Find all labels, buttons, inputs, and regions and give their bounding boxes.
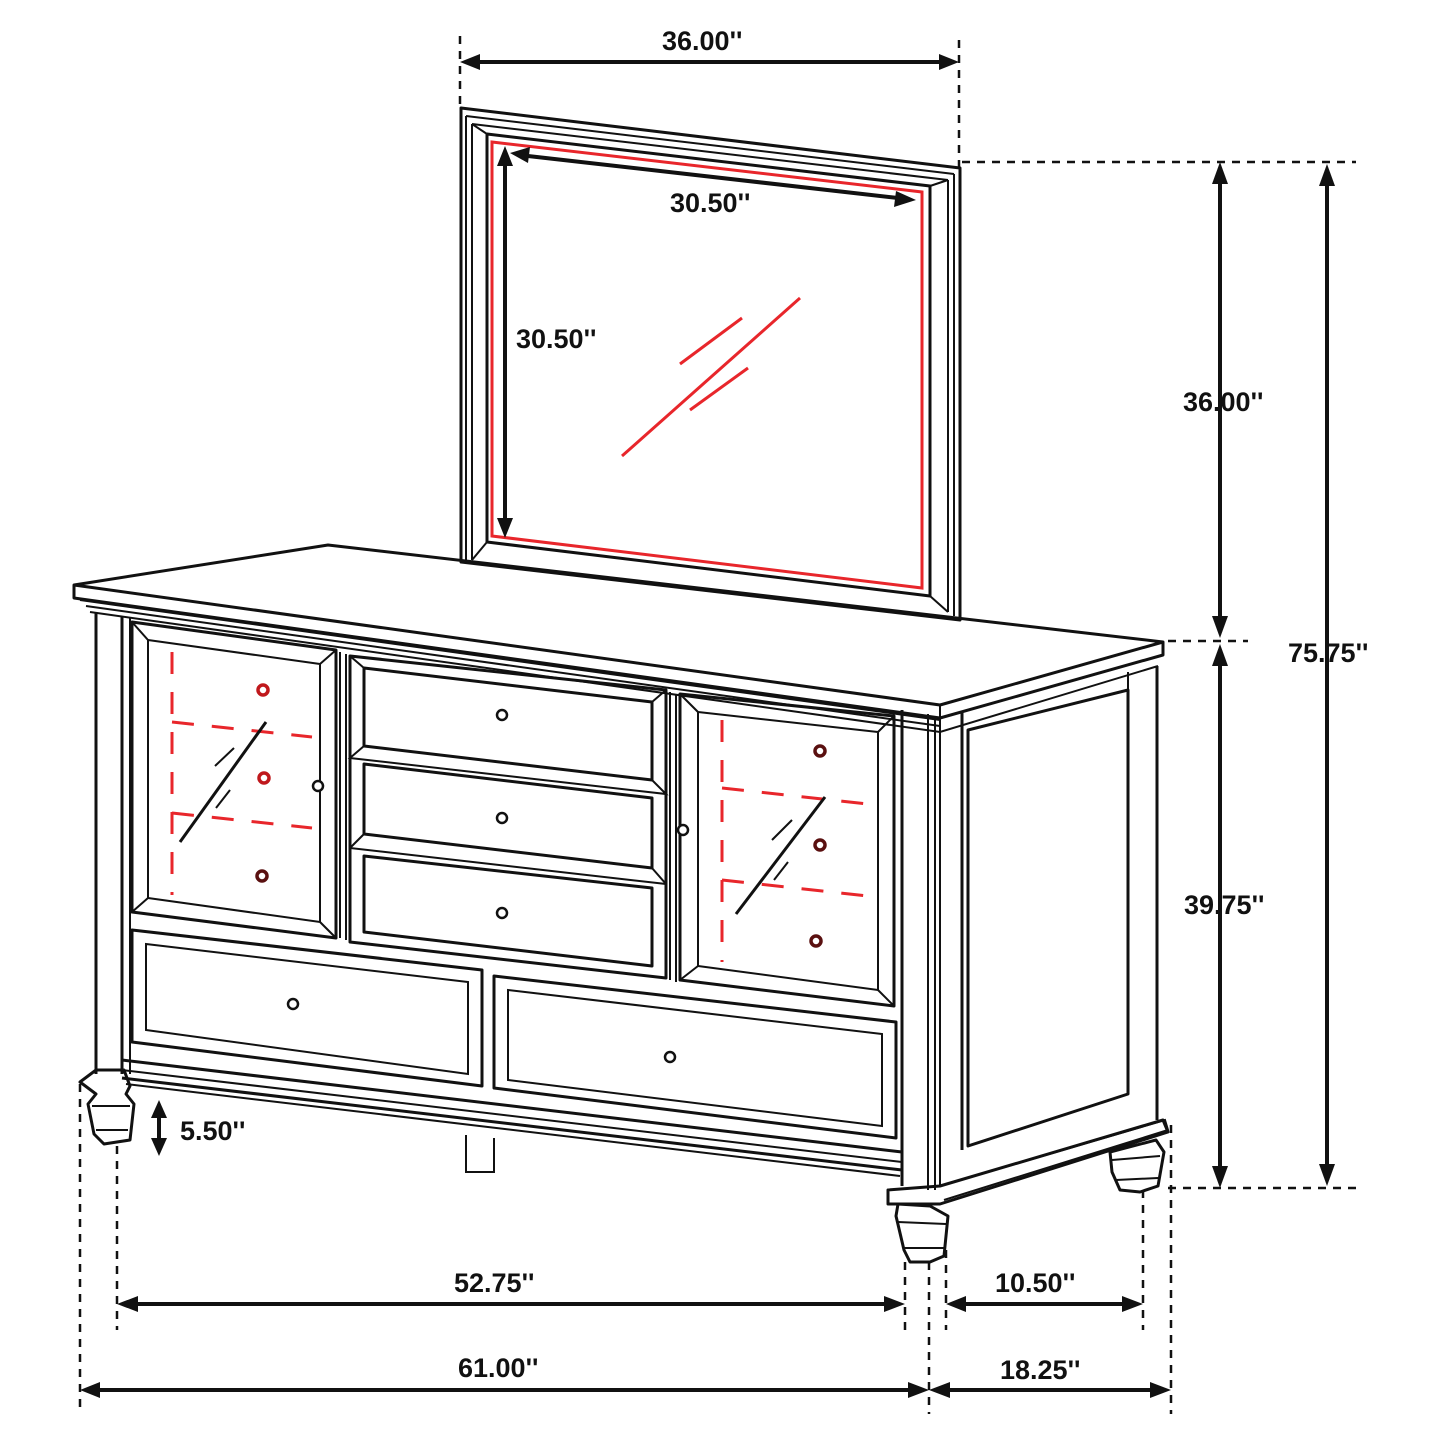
dresser-side [886,666,1170,1206]
label-mirror-glass-width: 30.50'' [670,188,751,218]
dresser-front [94,612,941,1190]
dimension-lines [78,36,1360,1414]
label-leg-span-depth: 10.50'' [995,1268,1076,1298]
label-leg-height: 5.50'' [180,1116,246,1146]
label-overall-depth: 18.25'' [1000,1355,1081,1385]
label-overall-width: 61.00'' [458,1353,539,1383]
label-leg-span-width: 52.75'' [454,1268,535,1298]
label-mirror-width: 36.00'' [662,26,743,56]
label-mirror-glass-height: 30.50'' [516,324,597,354]
label-mirror-height: 36.00'' [1183,387,1264,417]
label-total-height: 75.75'' [1288,638,1369,668]
label-dresser-height: 39.75'' [1184,890,1265,920]
mirror [459,106,962,622]
dresser-top [72,543,1165,734]
